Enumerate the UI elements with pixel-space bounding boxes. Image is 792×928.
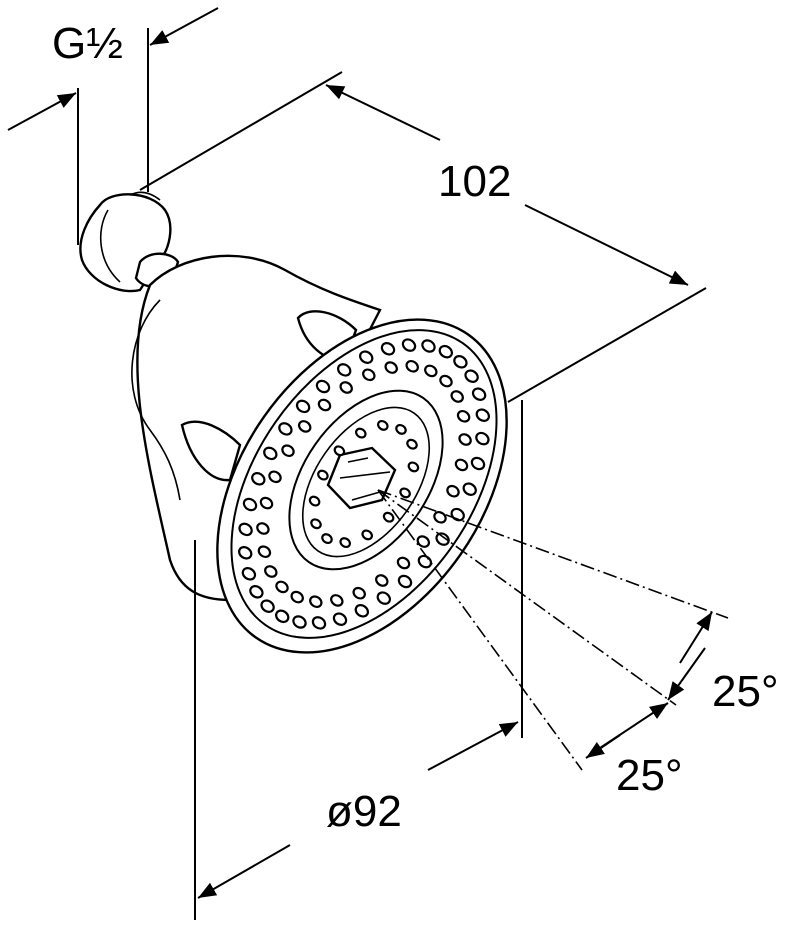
nozzle-hole	[317, 398, 332, 412]
nozzle-hole	[453, 355, 468, 369]
nozzle-hole	[339, 381, 353, 394]
nozzle-hole	[354, 604, 370, 618]
nozzle-hole	[382, 511, 395, 523]
nozzle-hole	[264, 565, 278, 578]
nozzle-hole	[405, 359, 419, 373]
nozzle-hole	[362, 368, 376, 382]
nozzle-hole	[242, 497, 258, 512]
nozzle-hole	[401, 338, 417, 352]
nozzle-hole	[275, 580, 289, 594]
nozzle-hole	[406, 438, 418, 450]
nozzle-hole	[330, 594, 344, 607]
nozzle-hole	[352, 586, 366, 600]
nozzle-hole	[308, 495, 321, 507]
dimension-length: 102	[139, 71, 707, 403]
nozzle-hole	[241, 567, 257, 581]
angle-label-lower: 25°	[616, 751, 683, 800]
nozzle-hole	[310, 518, 322, 530]
nozzle-hole	[251, 472, 266, 486]
nozzle-hole	[263, 446, 278, 461]
nozzle-hole	[396, 556, 411, 570]
nozzle-hole	[380, 342, 396, 356]
nozzle-hole	[450, 390, 464, 403]
nozzle-hole	[399, 487, 411, 499]
nozzle-hole	[438, 344, 454, 359]
nozzle-hole	[376, 591, 392, 605]
nozzle-hole	[439, 374, 453, 388]
nozzle-hole	[433, 510, 447, 524]
nozzle-hole	[268, 470, 282, 484]
nozzle-hole	[238, 522, 253, 537]
nozzle-hole	[475, 408, 491, 422]
nozzle-hole	[256, 522, 270, 535]
nozzle-hole	[435, 532, 450, 546]
shower-head-body	[79, 191, 508, 654]
nozzle-hole	[249, 585, 264, 599]
nozzle-hole	[464, 369, 479, 383]
nozzle-hole	[475, 431, 490, 446]
diameter-label: ø92	[326, 787, 402, 836]
nozzle-hole	[456, 409, 471, 423]
nozzle-hole	[321, 533, 333, 545]
nozzle-hole	[424, 364, 438, 378]
nozzle-hole	[295, 399, 311, 414]
nozzle-hole	[361, 529, 373, 541]
nozzle-hole	[336, 363, 352, 377]
nozzle-hole	[315, 379, 331, 394]
nozzle-hole	[470, 456, 486, 471]
nozzle-hole	[407, 461, 420, 473]
nozzle-hole	[454, 458, 469, 472]
dimension-thread: G½	[7, 7, 219, 245]
nozzle-hole	[259, 496, 274, 510]
nozzle-holes	[237, 338, 491, 630]
nozzle-hole	[333, 445, 346, 457]
length-label: 102	[438, 157, 511, 206]
nozzle-hole	[377, 419, 389, 431]
nozzle-hole	[290, 590, 304, 604]
nozzle-hole	[462, 482, 477, 496]
nozzle-hole	[297, 420, 312, 433]
nozzle-hole	[355, 427, 367, 439]
nozzle-hole	[358, 350, 374, 364]
nozzle-hole	[260, 599, 275, 613]
nozzle-hole	[458, 433, 472, 446]
nozzle-hole	[421, 339, 436, 353]
nozzle-hole	[395, 423, 407, 435]
nozzle-hole	[416, 535, 431, 548]
nozzle-hole	[257, 545, 272, 559]
nozzle-hole	[237, 546, 253, 560]
nozzle-hole	[397, 574, 413, 589]
nozzle-hole	[339, 537, 351, 549]
nozzle-hole	[375, 574, 389, 587]
nozzle-hole	[274, 609, 290, 624]
angle-label-upper: 25°	[712, 667, 779, 716]
nozzle-hole	[471, 387, 487, 401]
thread-label: G½	[52, 19, 123, 68]
nozzle-hole	[281, 444, 295, 458]
nozzle-hole	[384, 361, 398, 374]
nozzle-hole	[278, 422, 293, 436]
spray-angles: 25° 25°	[377, 489, 779, 800]
nozzle-hole	[317, 469, 329, 481]
nozzle-hole	[332, 612, 348, 626]
nozzle-hole	[292, 615, 307, 629]
nozzle-hole	[446, 484, 460, 498]
nozzle-hole	[309, 595, 323, 609]
dimension-diameter: ø92	[194, 400, 523, 920]
nozzle-hole	[311, 616, 327, 630]
